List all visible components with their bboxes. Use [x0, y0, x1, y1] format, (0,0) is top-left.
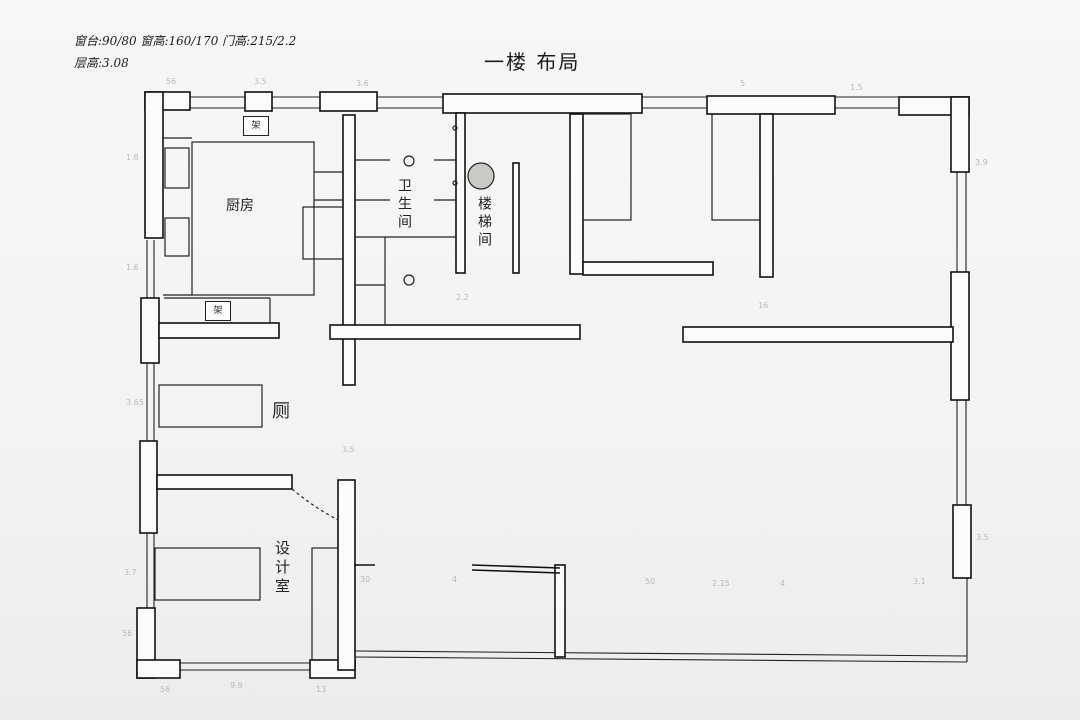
drawing-title: 一楼 布局 [484, 50, 581, 74]
dim-label: 5 [740, 79, 745, 88]
dim-label: 4 [780, 579, 785, 588]
cabinet-label: 架 [243, 116, 269, 136]
dim-label: 4 [452, 575, 457, 584]
notes-line-1: 窗台:90/80 窗高:160/170 门高:215/2.2 [74, 34, 297, 48]
dim-label: 3.5 [976, 533, 989, 542]
dim-label: 3.1 [913, 577, 926, 586]
room-label-restroom: 厕 [272, 401, 290, 422]
dim-label: 3.5 [342, 445, 355, 454]
dim-label: 56 [166, 77, 176, 86]
dim-label: 2.15 [712, 579, 730, 588]
dim-label: 2.2 [456, 293, 469, 302]
dim-label: 3.65 [126, 398, 144, 407]
cabinet-label: 架 [205, 301, 231, 321]
windows [146, 96, 968, 671]
dim-label: 16 [758, 301, 768, 310]
dim-label: 3.6 [356, 79, 369, 88]
walls [136, 91, 972, 679]
notes-line-2: 层高:3.08 [74, 56, 129, 70]
dimension-labels: 56 3.5 3.6 5 1.5 1.8 1.6 3.65 3.7 2.2 30… [122, 77, 989, 694]
room-label-bathroom: 卫生间 [396, 178, 412, 232]
dim-label: 1.6 [126, 263, 139, 272]
dim-label: 3.5 [254, 77, 267, 86]
room-label-studio: 设计室 [273, 540, 291, 597]
dim-label: 56 [122, 629, 132, 638]
dim-label: 1.5 [850, 83, 863, 92]
dim-label: 3.7 [124, 568, 137, 577]
dim-label: 50 [645, 577, 655, 586]
dim-label: 9.9 [230, 681, 243, 690]
room-label-stairwell: 楼梯间 [476, 196, 492, 250]
dim-label: 30 [360, 575, 370, 584]
dimension-notes: 窗台:90/80 窗高:160/170 门高:215/2.2 层高:3.08 [74, 30, 296, 74]
dim-label: 1.8 [126, 153, 139, 162]
fixtures [154, 113, 761, 661]
room-label-kitchen: 厨房 [226, 198, 254, 214]
dim-label: 56 [160, 685, 170, 694]
dim-label: 13 [316, 685, 326, 694]
dim-label: 3.9 [975, 158, 988, 167]
